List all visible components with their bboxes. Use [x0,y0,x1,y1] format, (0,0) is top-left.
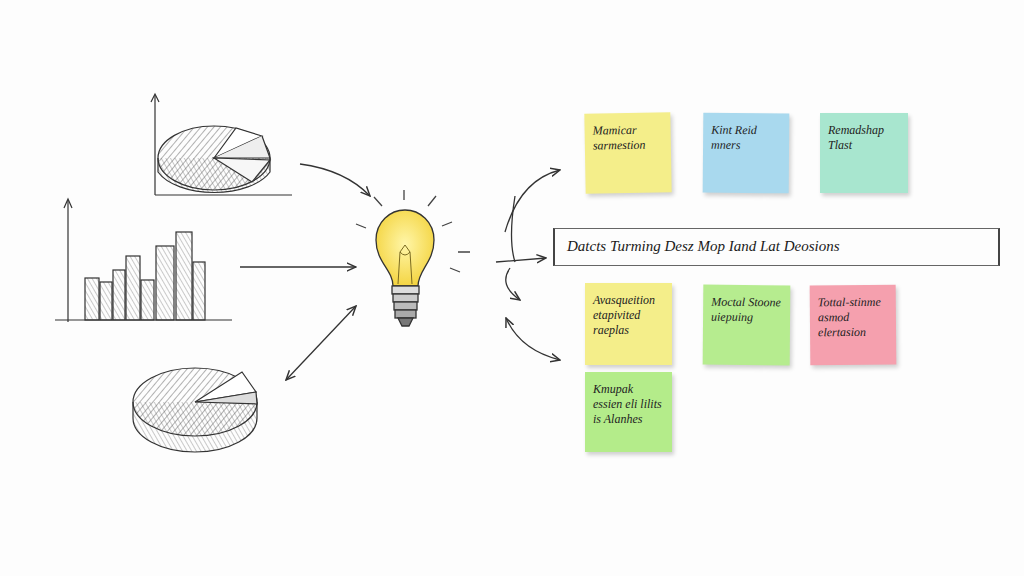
sticky-note: Moctal Stoone uiepuing [703,285,791,366]
sticky-note: Avasqueition etapivited raeplas [585,283,672,365]
input-arrows [240,164,370,380]
note-text: Kmupak essien eli lilits is Alanhes [593,382,664,427]
note-text: Mamicar sarmestion [592,122,663,153]
sticky-note: Kint Reid mners [703,113,790,194]
note-text: Kint Reid mners [711,123,781,154]
note-text: Tottal-stinme asmod elertasion [818,295,888,341]
note-text: Remadshap Tlast [828,123,900,153]
pie-chart-top [151,94,292,195]
sticky-note: Mamicar sarmestion [584,112,671,193]
pie-chart-bottom [133,368,257,452]
banner-text: Datcts Turming Desz Mop Iand Lat Deosion… [567,237,986,256]
light-bulb [356,190,470,326]
note-text: Avasqueition etapivited raeplas [593,293,664,338]
sticky-note: Tottal-stinme asmod elertasion [810,285,897,366]
sticky-note: Kmupak essien eli lilits is Alanhes [585,372,672,452]
bar-chart [55,199,232,322]
sticky-note: Remadshap Tlast [820,113,908,193]
banner-band: Datcts Turming Desz Mop Iand Lat Deosion… [553,228,1000,266]
output-arrows [496,170,560,360]
note-text: Moctal Stoone uiepuing [711,295,782,326]
